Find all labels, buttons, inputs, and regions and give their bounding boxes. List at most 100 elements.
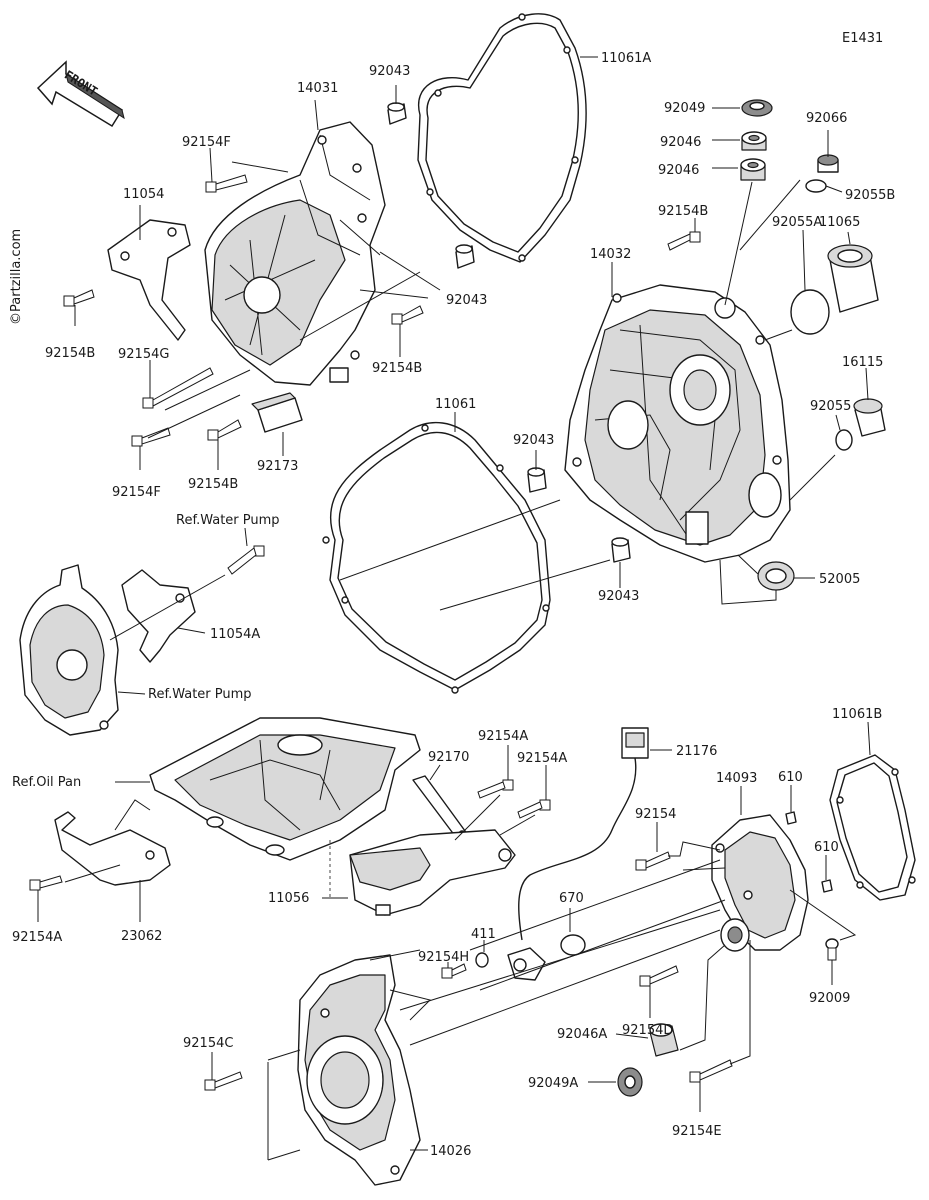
part-92066-plug[interactable] (817, 154, 839, 173)
label-92154F-b[interactable]: 92154F (112, 485, 161, 500)
label-92055B[interactable]: 92055B (845, 188, 895, 203)
water-pump-reference[interactable] (19, 564, 119, 736)
part-92009-screw[interactable] (825, 938, 839, 961)
label-92046A[interactable]: 92046A (557, 1027, 607, 1042)
label-610-a[interactable]: 610 (778, 770, 803, 785)
part-92055B-o-ring[interactable] (805, 179, 827, 193)
part-92043-dowel-d[interactable] (611, 537, 631, 563)
label-14032[interactable]: 14032 (590, 247, 631, 262)
label-92154[interactable]: 92154 (635, 807, 676, 822)
label-92043-b[interactable]: 92043 (446, 293, 487, 308)
part-14093-cover[interactable] (711, 814, 809, 952)
label-52005[interactable]: 52005 (819, 572, 860, 587)
label-11065[interactable]: 11065 (819, 215, 860, 230)
part-11056-cover[interactable] (349, 829, 516, 916)
label-92154B-c[interactable]: 92154B (372, 361, 422, 376)
part-92154A-bolt-c[interactable] (29, 875, 63, 891)
label-92154A-c[interactable]: 92154A (12, 930, 62, 945)
label-11061A[interactable]: 11061A (601, 51, 651, 66)
part-92154B-bolt-b[interactable] (207, 419, 242, 441)
part-11061B-gasket[interactable] (829, 754, 916, 901)
part-670-o-ring[interactable] (560, 934, 586, 956)
label-16115[interactable]: 16115 (842, 355, 883, 370)
label-92043-c[interactable]: 92043 (513, 433, 554, 448)
label-ref-water-pump-a[interactable]: Ref.Water Pump (176, 513, 280, 528)
part-14032-clutch-cover[interactable] (564, 284, 791, 563)
part-92043-dowel-c[interactable] (527, 467, 547, 493)
part-92154F-bolt-a[interactable] (205, 174, 248, 193)
part-14031-generator-cover[interactable] (204, 121, 386, 386)
label-92055A[interactable]: 92055A (772, 215, 822, 230)
label-11061[interactable]: 11061 (435, 397, 476, 412)
label-92170[interactable]: 92170 (428, 750, 469, 765)
label-21176[interactable]: 21176 (676, 744, 717, 759)
label-14093[interactable]: 14093 (716, 771, 757, 786)
label-92046-b[interactable]: 92046 (658, 163, 699, 178)
label-92043-a[interactable]: 92043 (369, 64, 410, 79)
label-92154F-a[interactable]: 92154F (182, 135, 231, 150)
part-92049A-oil-seal[interactable] (617, 1067, 643, 1097)
label-92154H[interactable]: 92154H (418, 950, 469, 965)
part-92046-bearing-a[interactable] (741, 131, 767, 151)
part-14026-sprocket-cover[interactable] (297, 949, 431, 1186)
label-14031[interactable]: 14031 (297, 81, 338, 96)
label-11061B[interactable]: 11061B (832, 707, 882, 722)
part-92154-bolt[interactable] (635, 851, 671, 871)
part-11054A-bracket[interactable] (121, 569, 196, 663)
part-92154B-bolt-a[interactable] (63, 289, 95, 307)
label-92049[interactable]: 92049 (664, 101, 705, 116)
part-92154A-bolt-a[interactable] (477, 779, 514, 799)
part-92173-clamp[interactable] (251, 392, 303, 433)
part-92055-o-ring[interactable] (835, 429, 853, 451)
label-92154A-a[interactable]: 92154A (478, 729, 528, 744)
label-ref-water-pump-b[interactable]: Ref.Water Pump (148, 687, 252, 702)
part-92154F-bolt-b[interactable] (131, 427, 171, 447)
label-92154B-d[interactable]: 92154B (658, 204, 708, 219)
part-16115-cap[interactable] (853, 398, 886, 437)
part-11054-bracket[interactable] (107, 219, 191, 341)
label-92043-d[interactable]: 92043 (598, 589, 639, 604)
label-11054[interactable]: 11054 (123, 187, 164, 202)
part-92154D-bolt[interactable] (639, 965, 679, 987)
part-92055A-o-ring[interactable] (790, 289, 830, 335)
part-92170-plate[interactable] (412, 775, 469, 841)
label-14026[interactable]: 14026 (430, 1144, 471, 1159)
label-92154E[interactable]: 92154E (672, 1124, 722, 1139)
label-11054A[interactable]: 11054A (210, 627, 260, 642)
part-23062-bracket[interactable] (54, 799, 171, 886)
label-92055[interactable]: 92055 (810, 399, 851, 414)
part-92046A-bearing[interactable] (649, 1023, 679, 1057)
label-11056[interactable]: 11056 (268, 891, 309, 906)
label-92066[interactable]: 92066 (806, 111, 847, 126)
part-water-pump-bolt[interactable] (227, 545, 265, 575)
label-ref-oil-pan[interactable]: Ref.Oil Pan (12, 775, 81, 790)
part-92154H-bolt[interactable] (441, 963, 467, 979)
label-670[interactable]: 670 (559, 891, 584, 906)
part-411-washer[interactable] (475, 952, 489, 968)
label-92154B-b[interactable]: 92154B (188, 477, 238, 492)
part-21176-sensor-harness[interactable] (507, 727, 649, 981)
label-92046-a[interactable]: 92046 (660, 135, 701, 150)
part-92154C-bolt[interactable] (204, 1071, 243, 1091)
part-92154A-bolt-b[interactable] (517, 799, 551, 819)
label-92154A-b[interactable]: 92154A (517, 751, 567, 766)
part-11061-gasket[interactable] (322, 421, 551, 694)
part-92046-bearing-b[interactable] (740, 158, 766, 181)
label-92049A[interactable]: 92049A (528, 1076, 578, 1091)
label-92154G[interactable]: 92154G (118, 347, 169, 362)
label-92154B-a[interactable]: 92154B (45, 346, 95, 361)
part-92043-dowel-a[interactable] (387, 102, 407, 125)
label-92154D[interactable]: 92154D (622, 1023, 673, 1038)
part-11061A-gasket[interactable] (417, 13, 587, 263)
label-92154C[interactable]: 92154C (183, 1036, 233, 1051)
label-92173[interactable]: 92173 (257, 459, 298, 474)
oil-pan-reference[interactable] (149, 717, 421, 861)
label-610-b[interactable]: 610 (814, 840, 839, 855)
label-92009[interactable]: 92009 (809, 991, 850, 1006)
part-52005-seal[interactable] (757, 561, 795, 591)
label-411[interactable]: 411 (471, 927, 496, 942)
part-11065-cap[interactable] (827, 244, 879, 313)
label-23062[interactable]: 23062 (121, 929, 162, 944)
part-610-pin-a[interactable] (785, 811, 797, 825)
part-92154G-long-bolt[interactable] (142, 367, 214, 409)
